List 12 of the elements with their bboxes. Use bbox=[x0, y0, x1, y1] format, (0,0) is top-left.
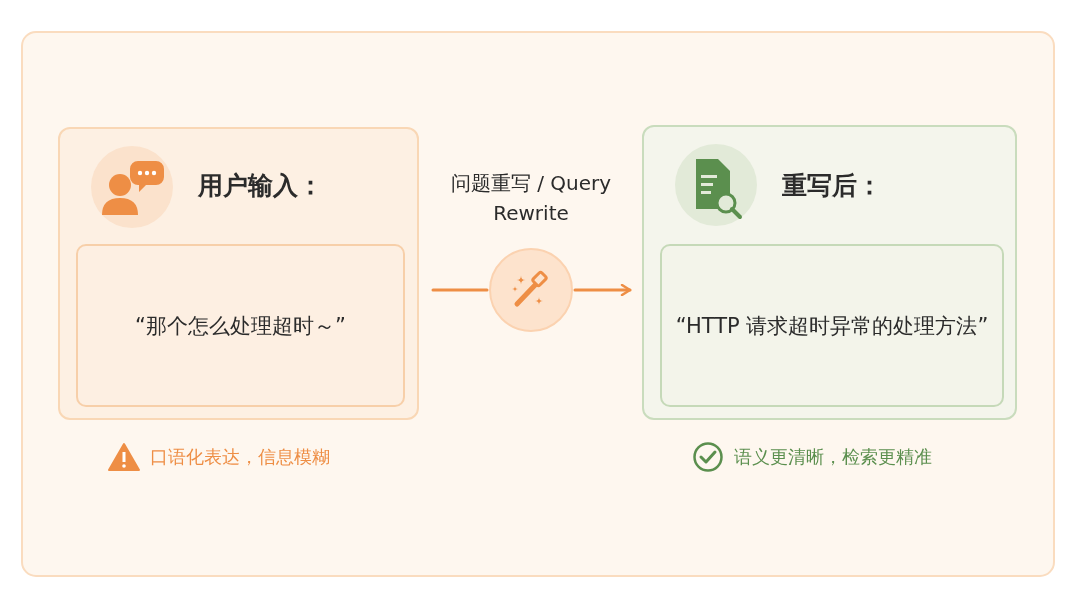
arrow bbox=[573, 283, 632, 297]
panel-title: 重写后： bbox=[782, 170, 882, 202]
input-panel bbox=[58, 127, 419, 420]
input-panel bbox=[642, 125, 1017, 420]
panel-title: 用户输入： bbox=[198, 170, 323, 202]
quote-text: “那个怎么处理超时～” bbox=[135, 312, 346, 340]
step-label: 问题重写 / Query Rewrite bbox=[449, 170, 613, 227]
quote-box bbox=[76, 244, 405, 407]
quote-text: “HTTP 请求超时异常的处理方法” bbox=[675, 312, 989, 340]
note-text: 口语化表达，信息模糊 bbox=[150, 445, 330, 469]
quote-box bbox=[660, 244, 1004, 407]
note-text: 语义更清晰，检索更精准 bbox=[734, 445, 932, 469]
